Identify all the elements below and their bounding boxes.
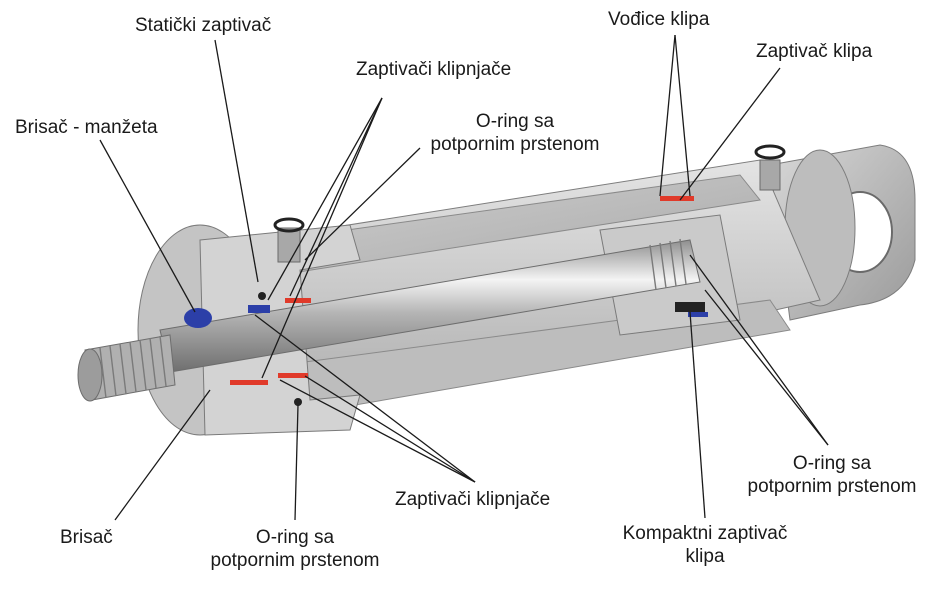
label-static-seal: Statički zaptivač [135, 15, 272, 36]
label-wiper: Brisač [60, 527, 113, 548]
label-piston-guides: Vođice klipa [608, 9, 710, 30]
label-compact-seal: Kompaktni zaptivač klipa [595, 522, 815, 568]
label-oring-right-line2: potpornim prstenom [747, 476, 917, 497]
wiper-cuff-mark [184, 308, 212, 328]
piston-guide-mark [660, 196, 694, 201]
label-oring-bottom-line2: potpornim prstenom [210, 550, 380, 571]
label-compact-seal-line1: Kompaktni zaptivač [622, 523, 788, 544]
label-rod-seals-bottom: Zaptivači klipnjače [395, 489, 551, 510]
label-oring-top-line2: potpornim prstenom [430, 134, 600, 155]
label-compact-seal-line2: klipa [685, 546, 725, 567]
label-oring-bottom-line1: O-ring sa [255, 527, 335, 548]
label-oring-right: O-ring sa potpornim prstenom [718, 452, 946, 498]
label-oring-top-line1: O-ring sa [475, 111, 555, 132]
rod-seal-marks [184, 292, 311, 406]
label-oring-bottom: O-ring sa potpornim prstenom [180, 526, 410, 572]
port-oring-top [273, 217, 305, 233]
piston-rod [77, 238, 701, 402]
leader-lines [99, 34, 829, 521]
compact-seal-mark [675, 302, 705, 312]
label-oring-top: O-ring sa potpornim prstenom [400, 110, 630, 156]
label-rod-seals-top: Zaptivači klipnjače [356, 59, 512, 80]
label-wiper-cuff: Brisač - manžeta [15, 117, 158, 138]
label-oring-right-line1: O-ring sa [792, 453, 872, 474]
label-piston-seal: Zaptivač klipa [756, 41, 873, 62]
